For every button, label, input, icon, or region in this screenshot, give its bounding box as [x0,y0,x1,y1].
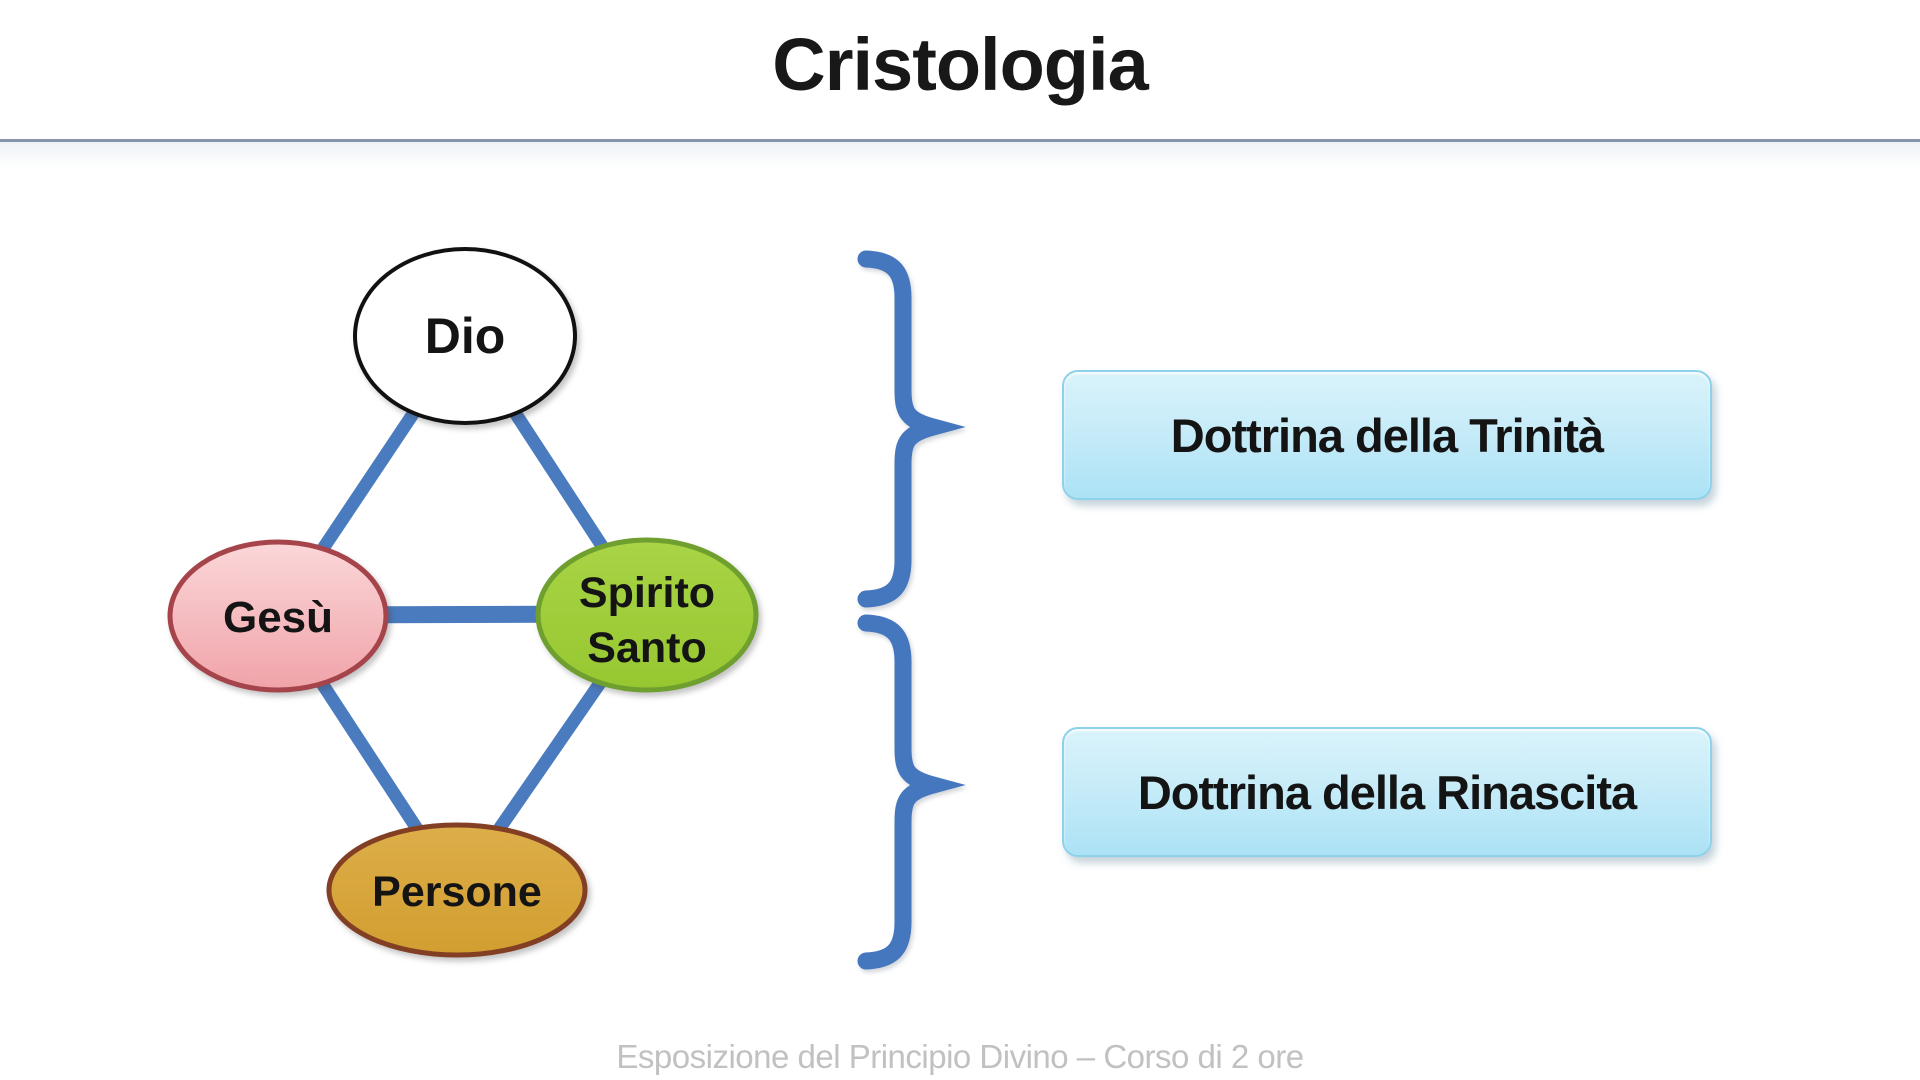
spirito-santo-ellipse [535,537,759,693]
braces [857,250,966,970]
dio-ellipse [353,247,577,425]
node-persone: Persone [326,822,588,958]
spirito-label-line2: Santo [587,624,706,672]
brace-bottom [857,614,966,970]
callout-trinita-label: Dottrina della Trinità [1170,408,1604,462]
spirito-label-line1: Spirito [579,569,715,617]
dio-label: Dio [425,308,506,364]
slide-title: Cristologia [772,23,1148,106]
callout-dottrina-rinascita: Dottrina della Rinascita [1062,727,1712,857]
node-gesu: Gesù [167,539,389,693]
node-spirito-santo: Spirito Santo [535,537,759,693]
node-dio: Dio [353,247,577,425]
gesu-label: Gesù [223,593,333,642]
persone-label: Persone [372,868,542,916]
header-shade-band [0,142,1920,168]
callout-rinascita-label: Dottrina della Rinascita [1137,765,1637,819]
slide-footer: Esposizione del Principio Divino – Corso… [616,1038,1304,1075]
persone-ellipse [326,822,588,958]
gesu-ellipse [167,539,389,693]
brace-top [857,250,966,608]
callout-dottrina-trinita: Dottrina della Trinità [1062,370,1712,500]
header-rule [0,139,1920,142]
